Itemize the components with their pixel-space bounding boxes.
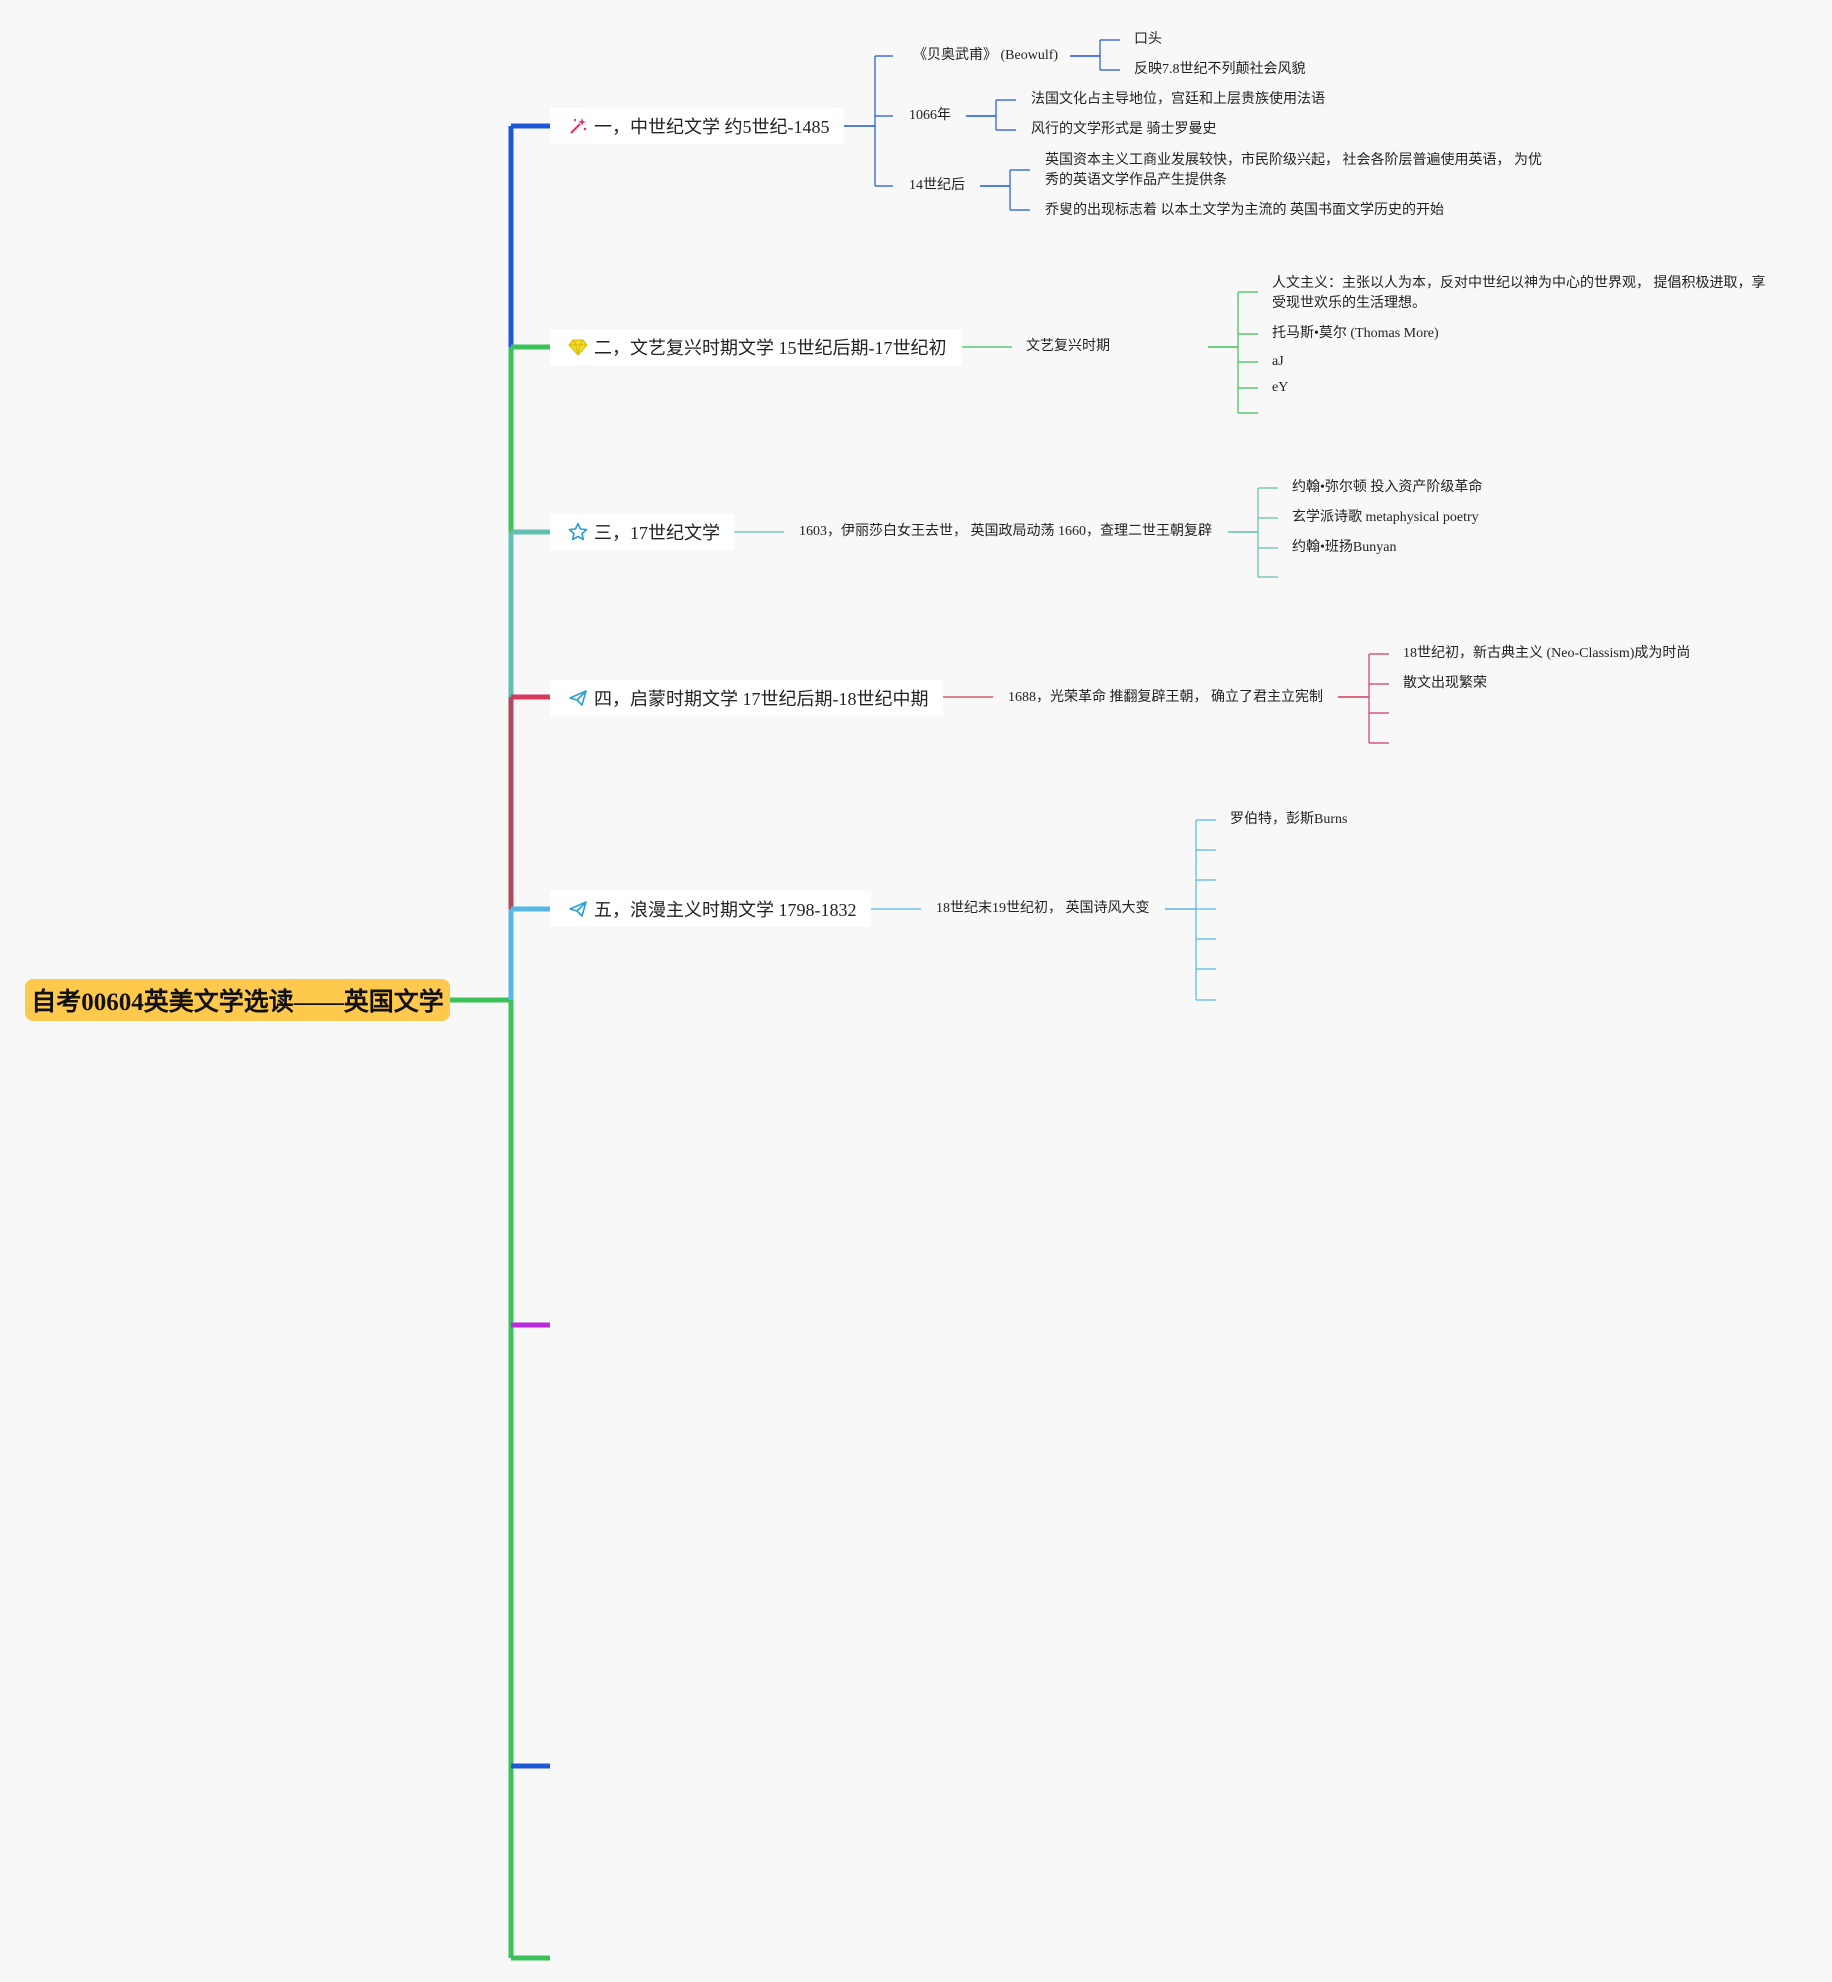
branch-4-label: 四，启蒙时期文学 17世纪后期-18世纪中期 [594, 689, 929, 709]
branch-2-label: 二，文艺复兴时期文学 15世纪后期-17世纪初 [594, 338, 947, 358]
node-milton[interactable]: 约翰•弥尔顿 投入资产阶级革命 [1292, 480, 1483, 495]
branch-1-medieval[interactable]: 一，中世纪文学 约5世纪-1485 [550, 108, 844, 144]
branch-2-renaissance[interactable]: 二，文艺复兴时期文学 15世纪后期-17世纪初 [550, 329, 962, 365]
node-humanism[interactable]: 人文主义：主张以人为本，反对中世纪以神为中心的世界观， 提倡积极进取，享受现世欢… [1272, 276, 1766, 311]
root-topic[interactable]: 自考00604英美文学选读——英国文学 [25, 979, 450, 1021]
node-renaissance-period[interactable]: 文艺复兴时期 [1026, 339, 1110, 354]
paper-plane-icon [568, 688, 588, 708]
node-14th-century[interactable]: 14世纪后 [909, 178, 965, 193]
node-ey[interactable]: eY [1272, 380, 1289, 395]
magic-wand-icon [568, 116, 588, 136]
branch-3-label: 三，17世纪文学 [594, 523, 720, 543]
node-oral[interactable]: 口头 [1134, 32, 1162, 47]
branch-5-label: 五，浪漫主义时期文学 1798-1832 [594, 900, 857, 920]
node-1603-1660[interactable]: 1603，伊丽莎白女王去世， 英国政局动荡 1660，查理二世王朝复辟 [799, 524, 1212, 539]
node-thomas-more[interactable]: 托马斯•莫尔 (Thomas More) [1272, 326, 1439, 341]
node-metaphysical[interactable]: 玄学派诗歌 metaphysical poetry [1292, 510, 1479, 525]
paper-plane-icon [568, 899, 588, 919]
node-prose[interactable]: 散文出现繁荣 [1403, 676, 1487, 691]
node-romance[interactable]: 风行的文学形式是 骑士罗曼史 [1031, 122, 1217, 137]
node-french-culture[interactable]: 法国文化占主导地位，宫廷和上层贵族使用法语 [1031, 92, 1325, 107]
node-7-8-century[interactable]: 反映7.8世纪不列颠社会风貌 [1134, 62, 1306, 77]
node-aj[interactable]: aJ [1272, 354, 1284, 369]
branch-5-romanticism[interactable]: 五，浪漫主义时期文学 1798-1832 [550, 891, 871, 927]
node-neo-classism[interactable]: 18世纪初，新古典主义 (Neo-Classism)成为时尚 [1403, 646, 1691, 661]
node-poetry-change[interactable]: 18世纪末19世纪初， 英国诗风大变 [936, 901, 1150, 916]
node-english-rise[interactable]: 英国资本主义工商业发展较快，市民阶级兴起， 社会各阶层普遍使用英语， 为优秀的英… [1045, 153, 1542, 188]
branch-4-enlightenment[interactable]: 四，启蒙时期文学 17世纪后期-18世纪中期 [550, 680, 943, 716]
node-1066[interactable]: 1066年 [909, 108, 951, 123]
node-beowulf[interactable]: 《贝奥武甫》 (Beowulf) [913, 48, 1059, 63]
branch-1-label: 一，中世纪文学 约5世纪-1485 [594, 117, 830, 137]
node-glorious-revolution[interactable]: 1688，光荣革命 推翻复辟王朝， 确立了君主立宪制 [1008, 690, 1323, 705]
node-bunyan[interactable]: 约翰•班扬Bunyan [1292, 540, 1397, 555]
star-icon [568, 522, 588, 542]
diamond-icon [568, 337, 588, 357]
root-title: 自考00604英美文学选读——英国文学 [31, 989, 444, 1016]
node-burns[interactable]: 罗伯特，彭斯Burns [1230, 812, 1348, 827]
branch-3-17th-century[interactable]: 三，17世纪文学 [550, 514, 734, 550]
node-chaucer[interactable]: 乔叟的出现标志着 以本土文学为主流的 英国书面文学历史的开始 [1045, 203, 1444, 218]
